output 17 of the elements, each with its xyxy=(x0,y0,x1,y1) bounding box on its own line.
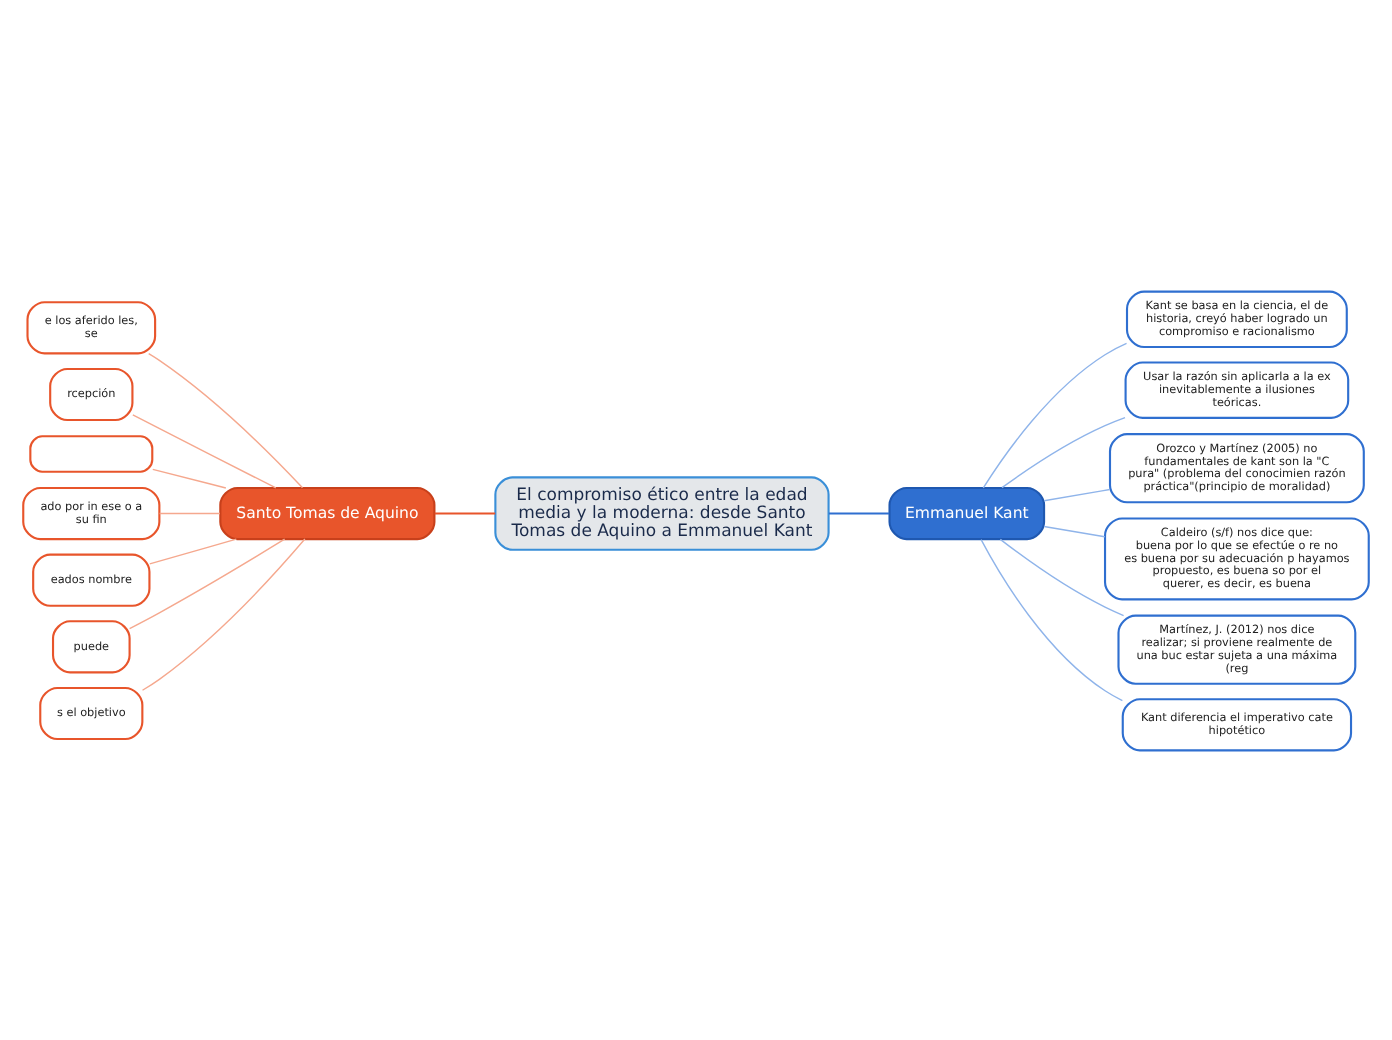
connector xyxy=(148,352,304,488)
connector xyxy=(132,413,277,488)
connector xyxy=(152,467,227,488)
connector xyxy=(828,511,890,514)
connector xyxy=(999,537,1125,616)
node-box xyxy=(29,434,154,472)
connector xyxy=(1043,487,1111,501)
connector xyxy=(980,537,1124,701)
connector xyxy=(1043,524,1106,537)
node-box: El compromiso ético entre la edad media y la moderna: desde Santo Tomas de Aquino a Emmanuel Kant xyxy=(494,475,830,550)
connector xyxy=(158,511,221,514)
connector xyxy=(128,537,286,629)
connector xyxy=(141,537,306,690)
connector xyxy=(982,341,1128,488)
connector xyxy=(1001,415,1126,488)
connector xyxy=(149,537,238,564)
connector xyxy=(434,511,496,514)
